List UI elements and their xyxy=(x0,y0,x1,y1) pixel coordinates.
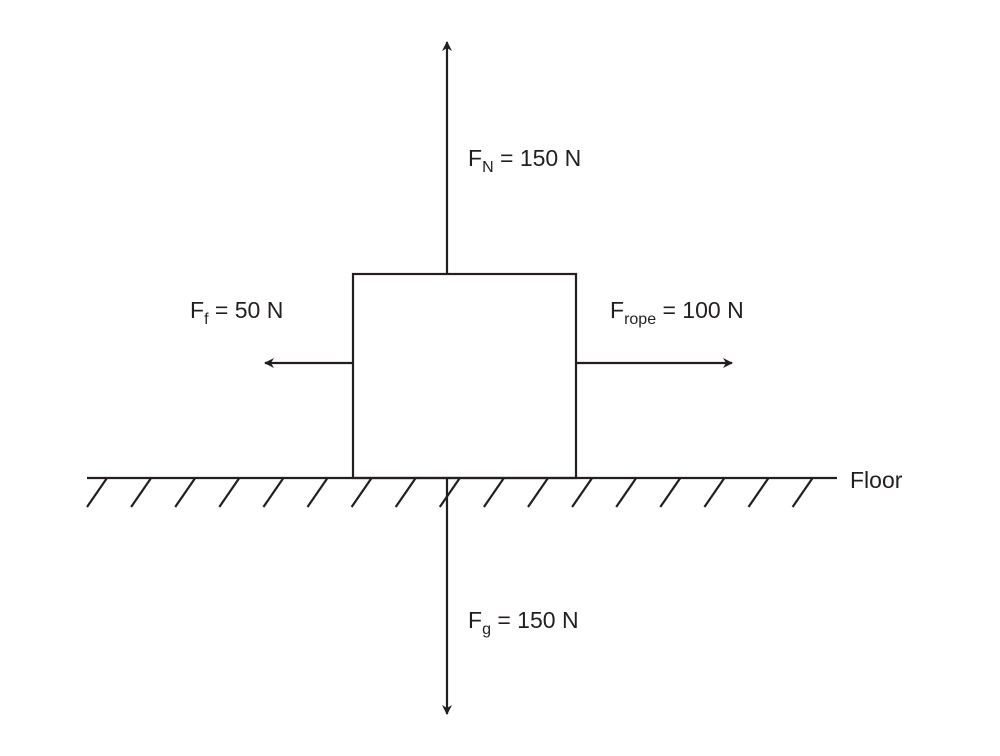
hatch-mark xyxy=(218,477,241,508)
gravity-force-label: Fg = 150 N xyxy=(468,607,579,638)
floor-label: Floor xyxy=(850,467,903,493)
hatch-mark xyxy=(571,477,594,508)
hatch-mark xyxy=(306,477,329,508)
hatch-mark xyxy=(615,477,638,508)
hatch-mark xyxy=(130,477,153,508)
hatch-mark xyxy=(262,477,285,508)
hatch-mark xyxy=(174,477,197,508)
rope-force-label: Frope = 100 N xyxy=(610,297,744,328)
hatch-mark xyxy=(482,477,505,508)
hatch-mark xyxy=(350,477,373,508)
hatch-mark xyxy=(394,477,417,508)
hatch-mark xyxy=(659,477,682,508)
hatch-mark xyxy=(86,477,108,508)
hatch-mark xyxy=(703,477,726,508)
hatch-mark xyxy=(527,477,549,508)
friction-force-label: Ff = 50 N xyxy=(190,297,284,328)
hatch-mark xyxy=(791,477,814,508)
hatch-mark xyxy=(747,477,770,508)
floor-hatching xyxy=(86,477,814,508)
hatch-mark xyxy=(438,477,461,508)
block xyxy=(351,272,578,480)
normal-force-label: FN = 150 N xyxy=(468,145,582,176)
